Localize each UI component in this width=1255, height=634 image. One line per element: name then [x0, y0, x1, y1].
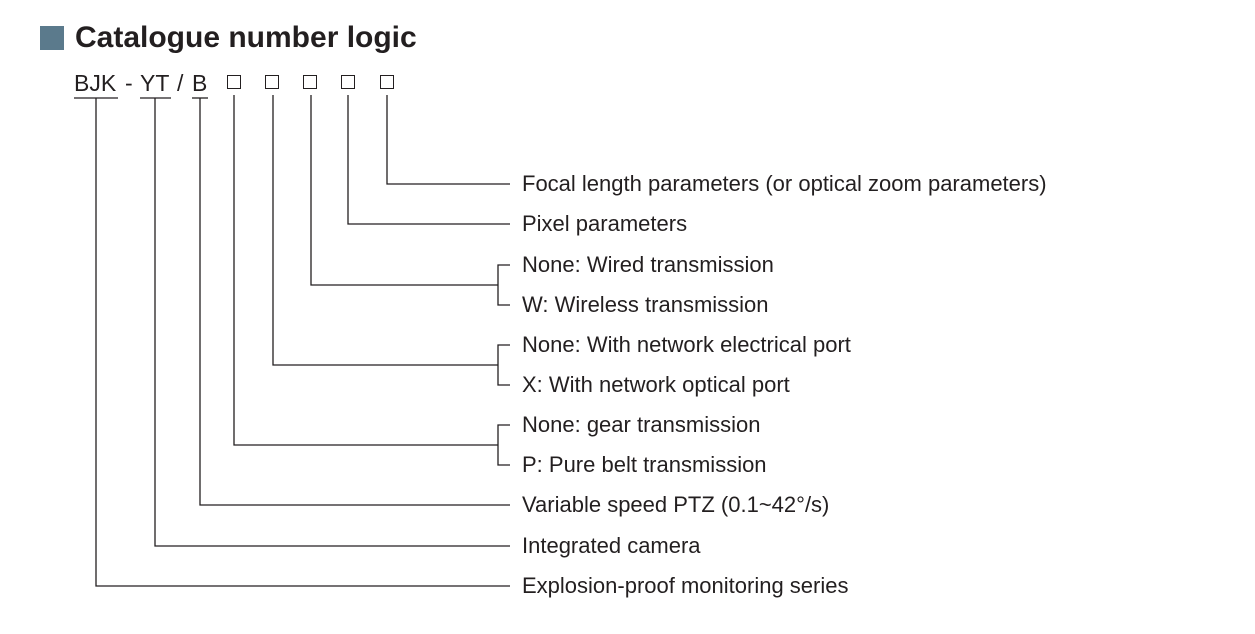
code-box-focal-length — [380, 75, 394, 89]
page-title: Catalogue number logic — [75, 21, 417, 54]
section-heading: Catalogue number logic — [40, 20, 417, 56]
code-letter: B — [192, 70, 208, 96]
code-slash: / — [177, 70, 184, 96]
code-model: YT — [140, 70, 170, 96]
label-ptz: Variable speed PTZ (0.1~42°/s) — [522, 492, 830, 517]
label-gear: None: gear transmission — [522, 412, 761, 437]
label-electrical-port: None: With network electrical port — [522, 332, 851, 357]
code-box-pixel — [341, 75, 355, 89]
heading-square-icon — [40, 26, 64, 50]
code-dash: - — [125, 70, 133, 96]
code-box-network-port — [265, 75, 279, 89]
label-camera: Integrated camera — [522, 533, 701, 558]
label-wireless: W: Wireless transmission — [522, 292, 769, 317]
label-optical-port: X: With network optical port — [522, 372, 790, 397]
label-focal-length: Focal length parameters (or optical zoom… — [522, 171, 1047, 196]
code-prefix: BJK — [74, 70, 117, 96]
label-belt: P: Pure belt transmission — [522, 452, 767, 477]
code-box-wireless — [303, 75, 317, 89]
label-wired: None: Wired transmission — [522, 252, 774, 277]
label-series: Explosion-proof monitoring series — [522, 573, 849, 598]
code-box-transmission-type — [227, 75, 241, 89]
label-pixel: Pixel parameters — [522, 211, 688, 236]
